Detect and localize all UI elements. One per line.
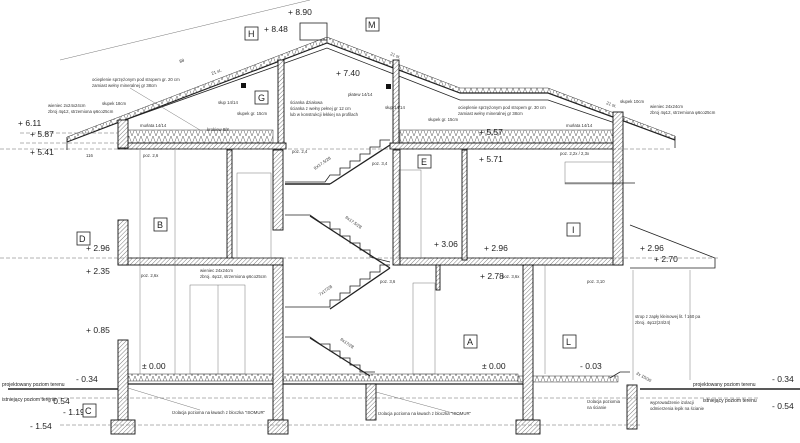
interior-lines xyxy=(0,132,760,426)
level-attic-floor: + 5.57 xyxy=(479,127,503,137)
marker-g: G xyxy=(258,93,265,103)
level-ground-right: - 0.03 xyxy=(580,361,602,371)
level-floor1-left: + 2.96 xyxy=(86,243,110,253)
terrain-existing-left: istniejący poziom terenu xyxy=(2,397,56,403)
note: słupek 10cm xyxy=(620,99,645,104)
note: 6x17,5/28 xyxy=(344,215,363,230)
marker-l: L xyxy=(566,337,571,347)
staircase xyxy=(285,139,630,379)
note: murłata 14/14 xyxy=(566,123,593,128)
note: wyprowadzenie izolacji xyxy=(650,400,694,405)
level-foot-left: - 1.19 xyxy=(63,407,85,417)
level-sill-left: + 0.85 xyxy=(86,325,110,335)
level-marks: + 8.90 + 8.48 + 7.40 + 6.11 + 5.87 + 5.4… xyxy=(18,7,794,431)
terrain-existing-right: istniejący poziom terenu xyxy=(703,398,757,404)
level-floor1-mid: + 2.96 xyxy=(484,243,508,253)
level-eave-mid: + 5.87 xyxy=(30,129,54,139)
note: odmierzenia lepik na ścianie xyxy=(650,406,705,411)
level-existing-left: - 0.54 xyxy=(48,396,70,406)
note: wieniec 24x24cm xyxy=(650,104,683,109)
note: 9X17,5/28 xyxy=(313,155,332,171)
note: Izolacja pozioma na ławach z bloczka "IS… xyxy=(172,410,266,415)
level-eave-low: + 5.41 xyxy=(30,147,54,157)
note: słupek gr. 15cm xyxy=(428,117,459,122)
note: 21 st. xyxy=(390,51,402,59)
note: słup 14/14 xyxy=(385,105,405,110)
note: 7x17/28 xyxy=(318,284,334,297)
level-eave-top: + 6.11 xyxy=(18,118,42,128)
level-existing-right: - 0.54 xyxy=(772,401,794,411)
level-floor1-right: + 2.96 xyxy=(640,243,664,253)
level-landing: + 3.06 xyxy=(434,239,458,249)
note: wieniec 2x24x24cm xyxy=(48,103,86,108)
marker-d: D xyxy=(79,234,86,244)
note: zbroj 4φ12, strzemiona φ6co25cm xyxy=(48,109,114,114)
note: słupek gr. 15cm xyxy=(237,111,268,116)
note: płatew 14/14 xyxy=(348,92,373,97)
note: poz. 2,6x xyxy=(141,273,159,278)
note: poz. 2,2x / 2,3x xyxy=(560,151,590,156)
note: poz. 3,4 xyxy=(372,161,388,166)
note: ocieplenie sprzężonym pod stropem gr. 30… xyxy=(458,105,546,110)
marker-b: B xyxy=(157,220,163,230)
note: zbroj. 4φ12, strzemiona φ6co25cm xyxy=(200,274,267,279)
note: 116 xyxy=(86,153,93,158)
walls xyxy=(110,59,638,435)
marker-a: A xyxy=(467,337,473,347)
level-attic-floor-under: + 5.71 xyxy=(479,154,503,164)
note: Izolacja poziomia xyxy=(587,399,621,404)
slabs xyxy=(117,142,624,385)
terrain-projected-left: projektowany poziom terenu xyxy=(2,382,65,388)
note: 88 xyxy=(179,57,186,64)
marker-c: C xyxy=(85,406,92,416)
terrain-projected-right: projektowany poziom terenu xyxy=(693,382,756,388)
note: lub w konstrukcji lekkiej na profilach xyxy=(290,112,359,117)
note: 6x17/28 xyxy=(339,337,355,350)
level-ground-mid: ± 0.00 xyxy=(482,361,506,371)
marker-h: H xyxy=(248,29,255,39)
note: wieniec 24x24cm xyxy=(200,268,233,273)
note: poz. 2,6 xyxy=(143,153,159,158)
note: zamiast wełny mineralnej gr 38cm xyxy=(92,83,157,88)
attic-insulation-right xyxy=(399,129,614,144)
note: na ścianie xyxy=(587,405,607,410)
note: Izolacja pozioma na ławach z bloczka "IS… xyxy=(378,411,472,416)
note: zbroj. 4φ12(24/24) xyxy=(635,320,671,325)
level-ridge-inner: + 8.48 xyxy=(264,24,288,34)
note: zbroj 4φ12, strzemiona φ6co25cm xyxy=(650,110,716,115)
level-foot-base-left: - 1.54 xyxy=(30,421,52,431)
note: ścianka z wełny pełnej gr 12 cm xyxy=(290,106,351,111)
attic-insulation-left xyxy=(127,129,274,144)
note: słupek 18cm xyxy=(102,101,127,106)
level-floor1-under: + 2.78 xyxy=(480,271,504,281)
note: 21 st. xyxy=(606,100,618,108)
level-canopy: + 2.70 xyxy=(654,254,678,264)
roof xyxy=(66,22,676,150)
note: 21 st. xyxy=(211,67,223,75)
level-attic-ceiling: + 7.40 xyxy=(336,68,360,78)
note: 2x 15/30 xyxy=(636,371,653,384)
note: słup 14/14 xyxy=(218,100,238,105)
note: poz. 2,4 xyxy=(292,149,308,154)
marker-i: I xyxy=(572,225,575,235)
note: murłata 14/14 xyxy=(140,123,167,128)
level-window-left: + 2.35 xyxy=(86,266,110,276)
note: ścianka działowa xyxy=(290,100,323,105)
marker-boxes: H M G E B D I A L C xyxy=(76,17,581,418)
note: poz. 3,6x xyxy=(502,274,520,279)
note: zamiast wełny mineralnej gr 38cm xyxy=(458,111,523,116)
level-ridge: + 8.90 xyxy=(288,7,312,17)
note: strop z zapły kleinowej lit. f 160 pa xyxy=(635,314,701,319)
note: poz. 3,6 xyxy=(380,279,396,284)
level-terrain-right: - 0.34 xyxy=(772,374,794,384)
note: poz. 3,10 xyxy=(587,279,605,284)
note: ocieplenie sprzężonym pod stropem gr. 20… xyxy=(92,77,180,82)
note: krokiew 8/8 xyxy=(207,127,229,132)
level-terrain-left: - 0.34 xyxy=(76,374,98,384)
marker-m: M xyxy=(368,20,376,30)
marker-e: E xyxy=(421,157,427,167)
level-ground-left: ± 0.00 xyxy=(142,361,166,371)
